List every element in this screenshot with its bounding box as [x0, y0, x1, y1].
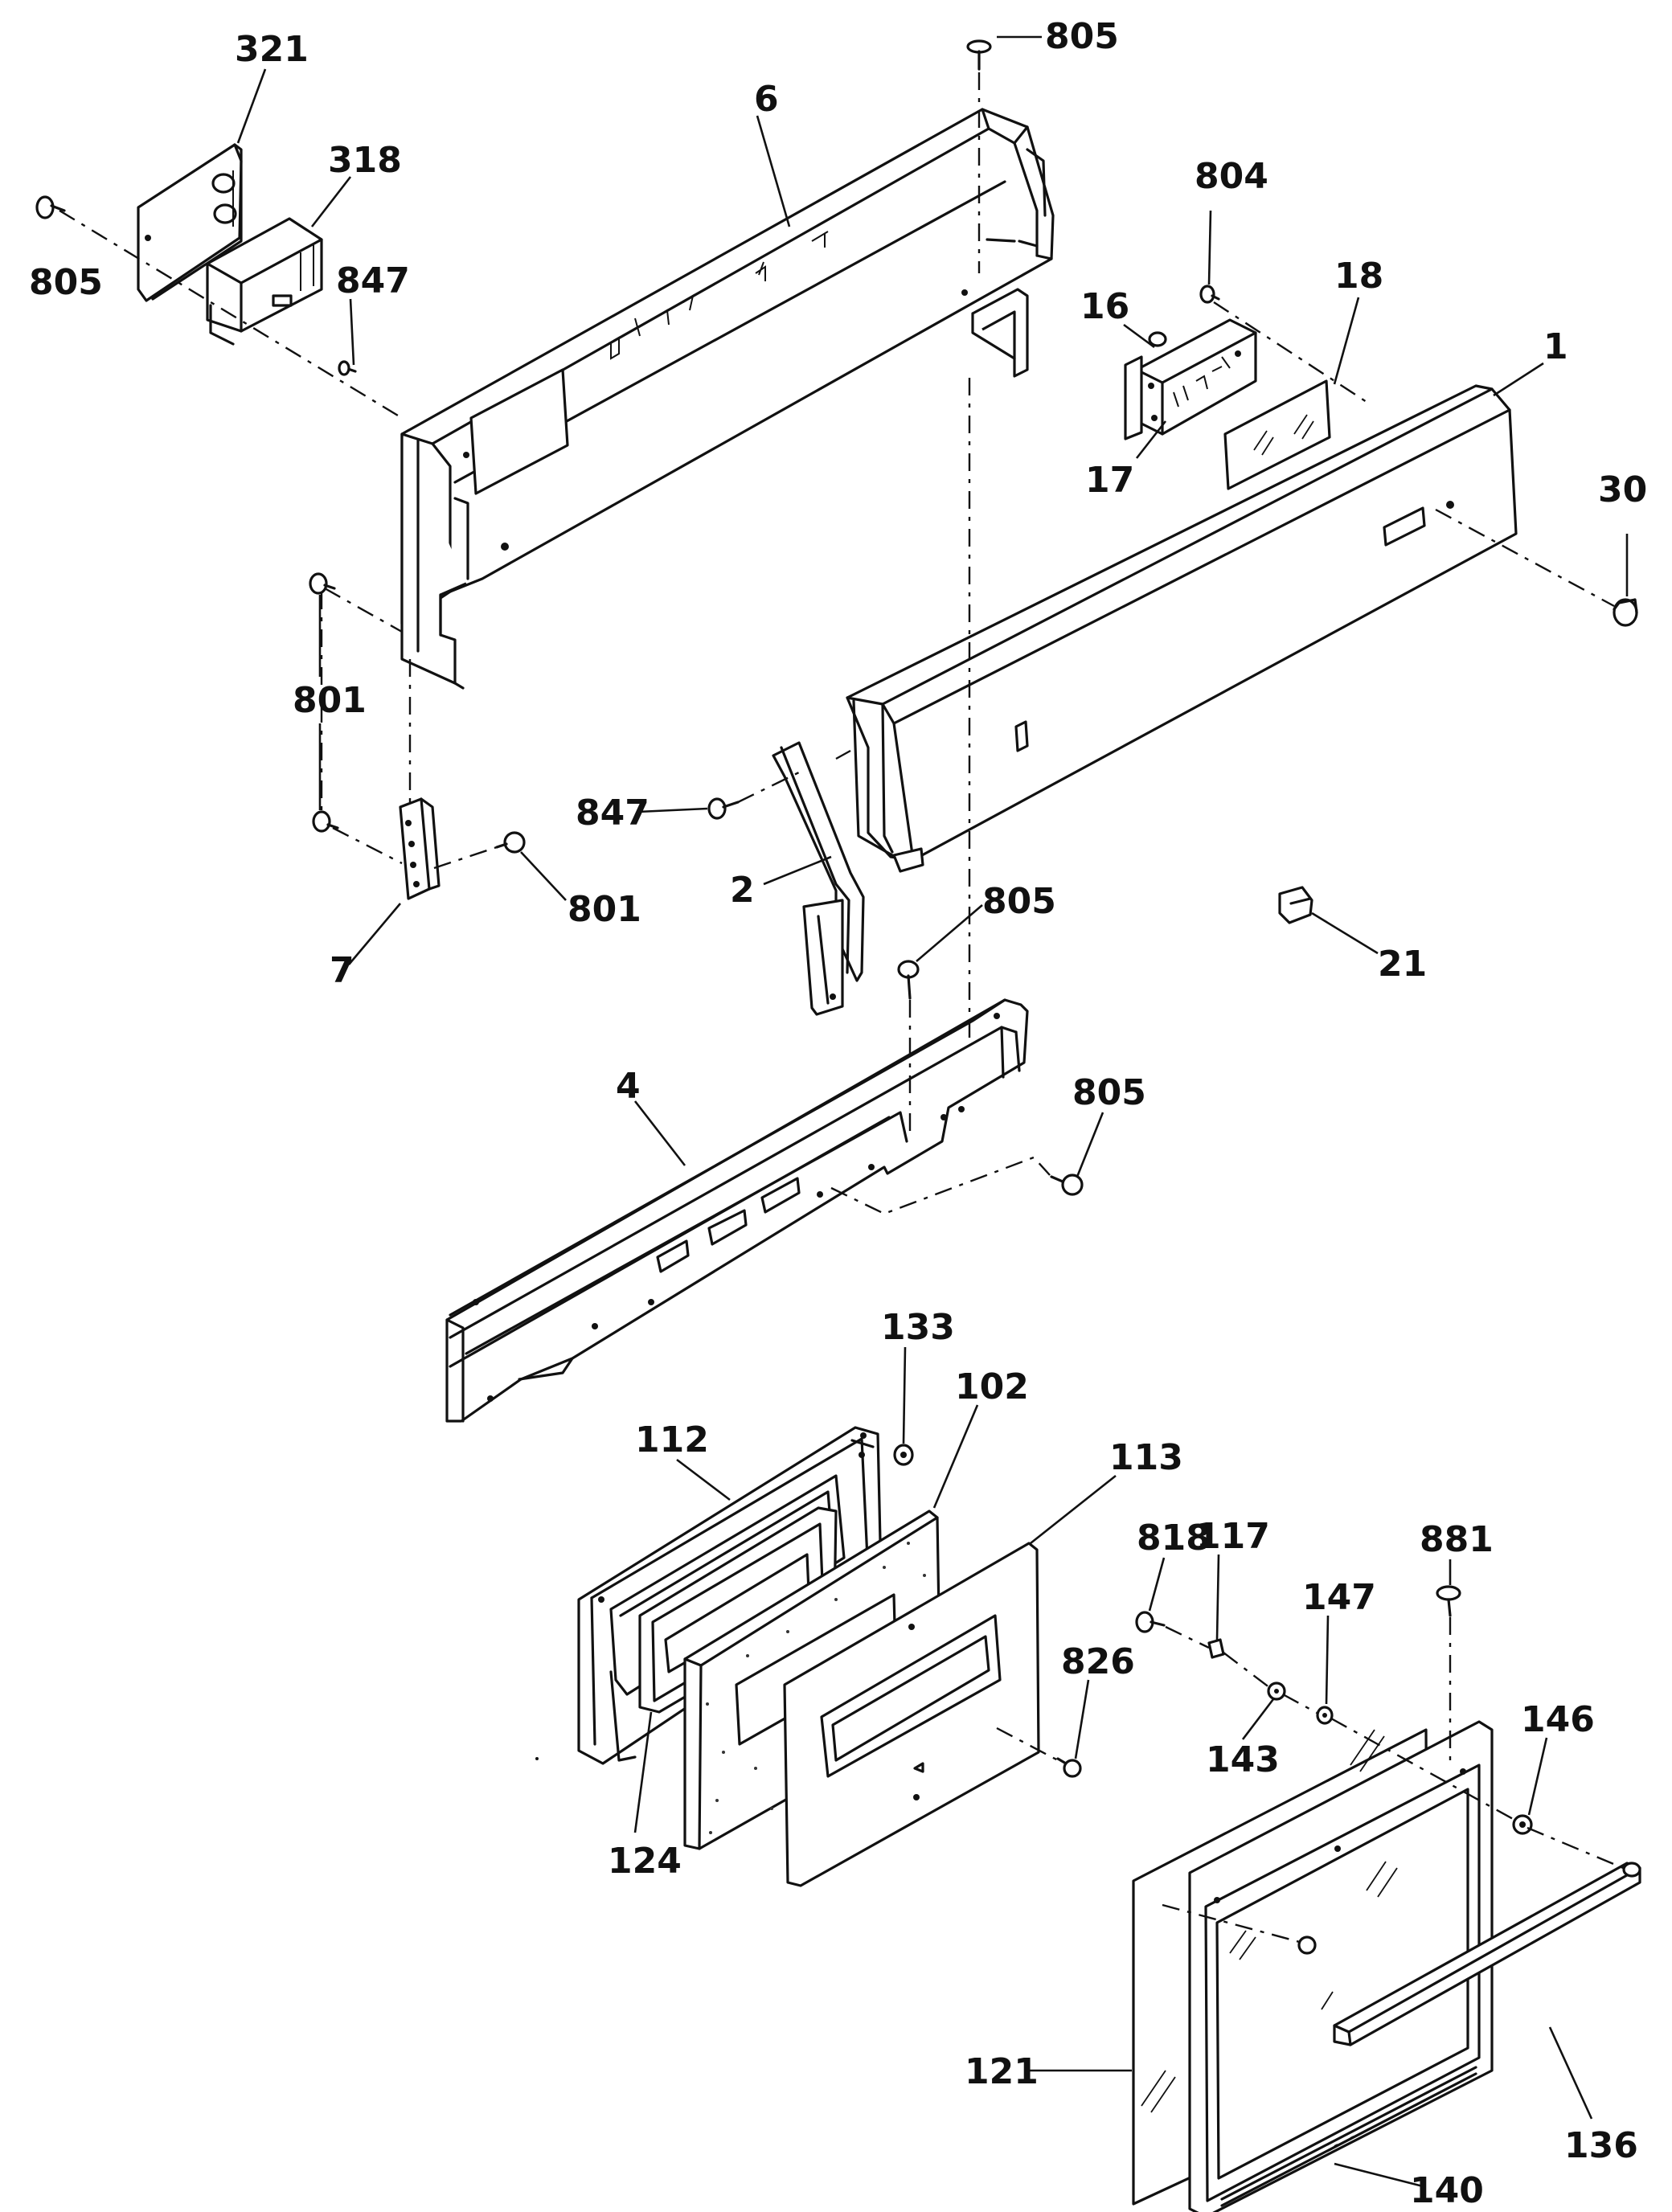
callout-17: 17	[1085, 460, 1134, 501]
leader-lines	[236, 35, 1629, 2188]
part-801-screw-top	[309, 572, 336, 595]
part-818-screw	[1135, 1611, 1166, 1633]
part-826-screw	[1056, 1757, 1082, 1778]
callout-113: 113	[1109, 1437, 1183, 1478]
callout-21: 21	[1378, 944, 1427, 985]
part-133-washer	[893, 1444, 914, 1466]
callout-801-left: 801	[293, 680, 367, 721]
callout-321: 321	[235, 29, 309, 70]
callout-2: 2	[730, 870, 755, 911]
callout-318: 318	[328, 140, 402, 181]
callout-18: 18	[1334, 256, 1383, 297]
part-804-screw	[1199, 285, 1220, 304]
callout-801-right: 801	[568, 889, 641, 930]
callout-805-mid: 805	[982, 881, 1056, 922]
assembly-lines	[59, 72, 1628, 1945]
part-318-box	[206, 217, 323, 346]
callout-16: 16	[1080, 286, 1129, 327]
part-805-screw-top	[966, 39, 992, 71]
part-2-side-trim	[772, 741, 865, 1016]
part-6-backguard	[400, 108, 1055, 690]
part-805-screw-right	[1050, 1174, 1084, 1196]
callout-labels: 321 318 805 847 6 805 804 16 18 17 1 30 …	[29, 16, 1647, 2211]
part-146-washer	[1512, 1814, 1533, 1835]
callout-1: 1	[1543, 326, 1568, 367]
part-321-bracket	[137, 143, 243, 302]
part-7-bracket	[399, 797, 441, 900]
part-117-clip	[1207, 1638, 1225, 1659]
callout-112: 112	[635, 1419, 709, 1460]
part-147-washer	[1316, 1706, 1334, 1725]
part-143-washer	[1267, 1682, 1286, 1701]
part-113-inner-panel	[783, 1542, 1040, 1887]
callout-133: 133	[881, 1307, 955, 1348]
callout-805-right: 805	[1072, 1072, 1146, 1113]
part-4-lower-panel	[445, 998, 1029, 1423]
callout-4: 4	[616, 1066, 641, 1107]
callout-146: 146	[1521, 1699, 1595, 1740]
part-1-control-panel	[846, 384, 1518, 873]
part-805-screw-mid	[897, 960, 920, 1000]
callout-805: 805	[29, 262, 103, 303]
callout-121: 121	[965, 2051, 1039, 2092]
part-30-knob	[1613, 598, 1638, 627]
callout-805-top: 805	[1045, 16, 1119, 57]
part-18-lens	[1223, 379, 1331, 490]
part-801-screw-bottom	[312, 810, 339, 833]
callout-847-mid: 847	[576, 793, 650, 834]
part-136-handle	[1333, 1862, 1641, 2046]
callout-140: 140	[1410, 2170, 1484, 2211]
callout-7: 7	[330, 950, 354, 991]
callout-117: 117	[1196, 1516, 1270, 1557]
callout-847: 847	[336, 260, 410, 301]
callout-102: 102	[955, 1366, 1029, 1407]
part-16-17-switch	[1124, 318, 1257, 440]
part-140-door-frame	[1188, 1720, 1494, 2212]
callout-804: 804	[1195, 156, 1268, 197]
callout-136: 136	[1564, 2125, 1638, 2166]
callout-30: 30	[1598, 469, 1647, 510]
stray-dot	[535, 1757, 539, 1760]
callout-6: 6	[754, 79, 779, 120]
part-847-screw-mid	[707, 797, 740, 820]
callout-124: 124	[608, 1841, 682, 1882]
part-881-screw	[1436, 1585, 1461, 1617]
callout-826: 826	[1061, 1641, 1135, 1682]
part-21-clip	[1278, 886, 1313, 924]
part-847-screw-top	[338, 360, 357, 376]
callout-818: 818	[1137, 1518, 1211, 1559]
callout-147: 147	[1302, 1577, 1376, 1618]
part-801-screw-right	[495, 831, 526, 854]
part-805-screw-left	[35, 195, 66, 219]
callout-143: 143	[1206, 1739, 1280, 1780]
callout-881: 881	[1420, 1519, 1494, 1560]
